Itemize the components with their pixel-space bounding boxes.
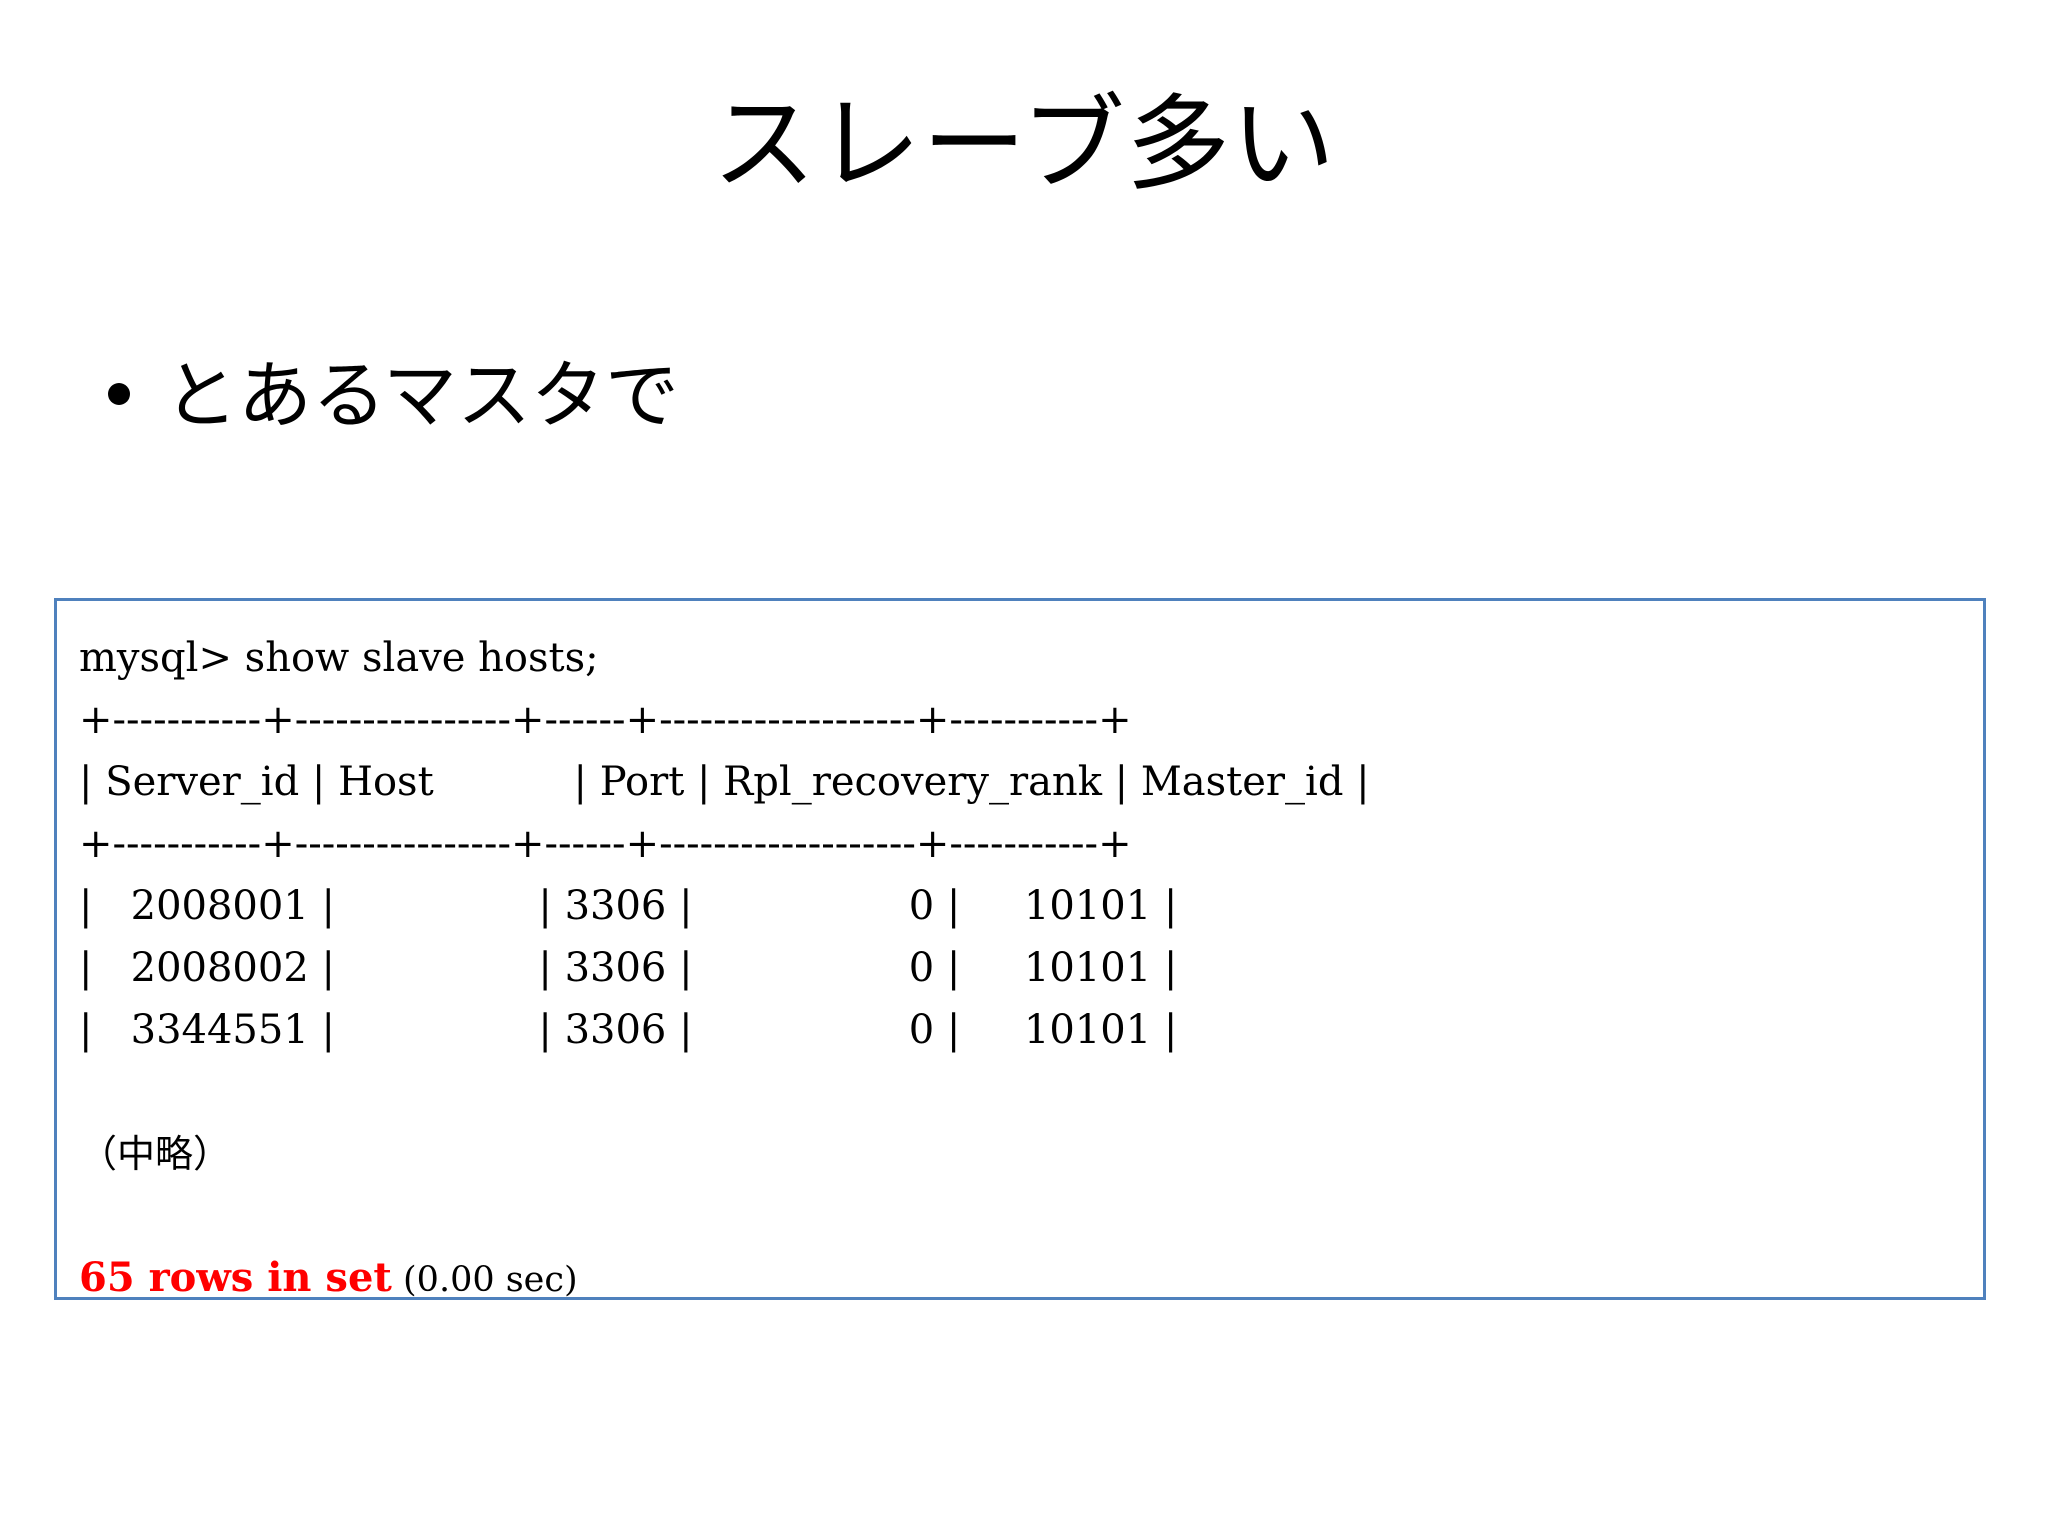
table-header-row: | Server_id | Host | Port | Rpl_recovery… [79,759,1370,805]
terminal-prompt-line: mysql> show slave hosts; [79,635,599,681]
table-separator-top: +-----------+----------------+------+---… [79,697,1132,743]
table-row: | 3344551 | | 3306 | 0 | 10101 | [79,1007,1178,1053]
bullet-dot-icon [108,382,130,405]
table-row: | 2008002 | | 3306 | 0 | 10101 | [79,945,1178,991]
bullet-item-label: とあるマスタで [164,353,680,439]
rows-in-set-count: 65 rows in set [79,1254,392,1300]
query-duration-value: (0.00 sec) [403,1260,578,1300]
terminal-output-box: mysql> show slave hosts; +-----------+---… [54,598,1986,1300]
spacer-line [79,1061,1983,1123]
omission-note: （中略） [79,1132,232,1176]
terminal-output-text: mysql> show slave hosts; +-----------+---… [79,627,1983,1300]
table-row: | 2008001 | | 3306 | 0 | 10101 | [79,883,1178,929]
query-duration [392,1260,403,1297]
spacer-line-2 [79,1185,1983,1247]
page-title: スレーブ多い [711,83,1336,205]
bullet-item: とあるマスタで [108,353,680,439]
table-separator-mid: +-----------+----------------+------+---… [79,821,1132,867]
result-summary-line: 65 rows in set (0.00 sec) [79,1247,1983,1300]
